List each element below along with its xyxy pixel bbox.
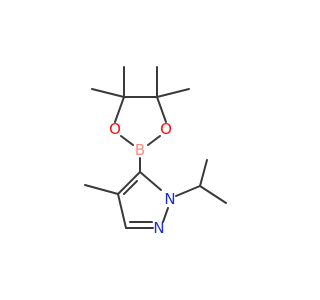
bond-c4-o1: [114, 96, 125, 123]
bond-c5-methyl-right: [156, 88, 190, 98]
isopropyl-group: [175, 159, 227, 204]
atom-n1-label: N: [164, 190, 175, 208]
bond-n1-ch: [175, 185, 201, 197]
bond-c5-o2: [156, 96, 167, 123]
molecule-structure: O O B N N: [84, 66, 227, 237]
bond-c5-n1: [139, 171, 162, 191]
bond-c4-methyl-left: [91, 88, 125, 98]
pinacol-methyls: [91, 66, 190, 98]
bond-o2-b: [147, 135, 161, 146]
bond-c5-c4: [117, 171, 141, 195]
bond-n2-n1: [162, 207, 169, 223]
bond-ch-ch3-right: [199, 185, 227, 204]
atom-labels: O O B N N: [109, 120, 176, 237]
bond-c5-c4-double: [123, 180, 138, 195]
atom-n2-label: N: [153, 219, 164, 237]
dioxaborolane-ring: [114, 96, 167, 146]
pyrazole-ring: [117, 171, 169, 229]
bond-c4-c3: [117, 193, 127, 229]
atom-o1-label: O: [109, 120, 121, 138]
atom-o2-label: O: [160, 120, 172, 138]
bond-o1-b: [120, 135, 134, 146]
bond-c4-methyl: [84, 184, 119, 195]
atom-b-label: B: [135, 141, 145, 159]
bond-ch-ch3-up: [199, 159, 208, 187]
